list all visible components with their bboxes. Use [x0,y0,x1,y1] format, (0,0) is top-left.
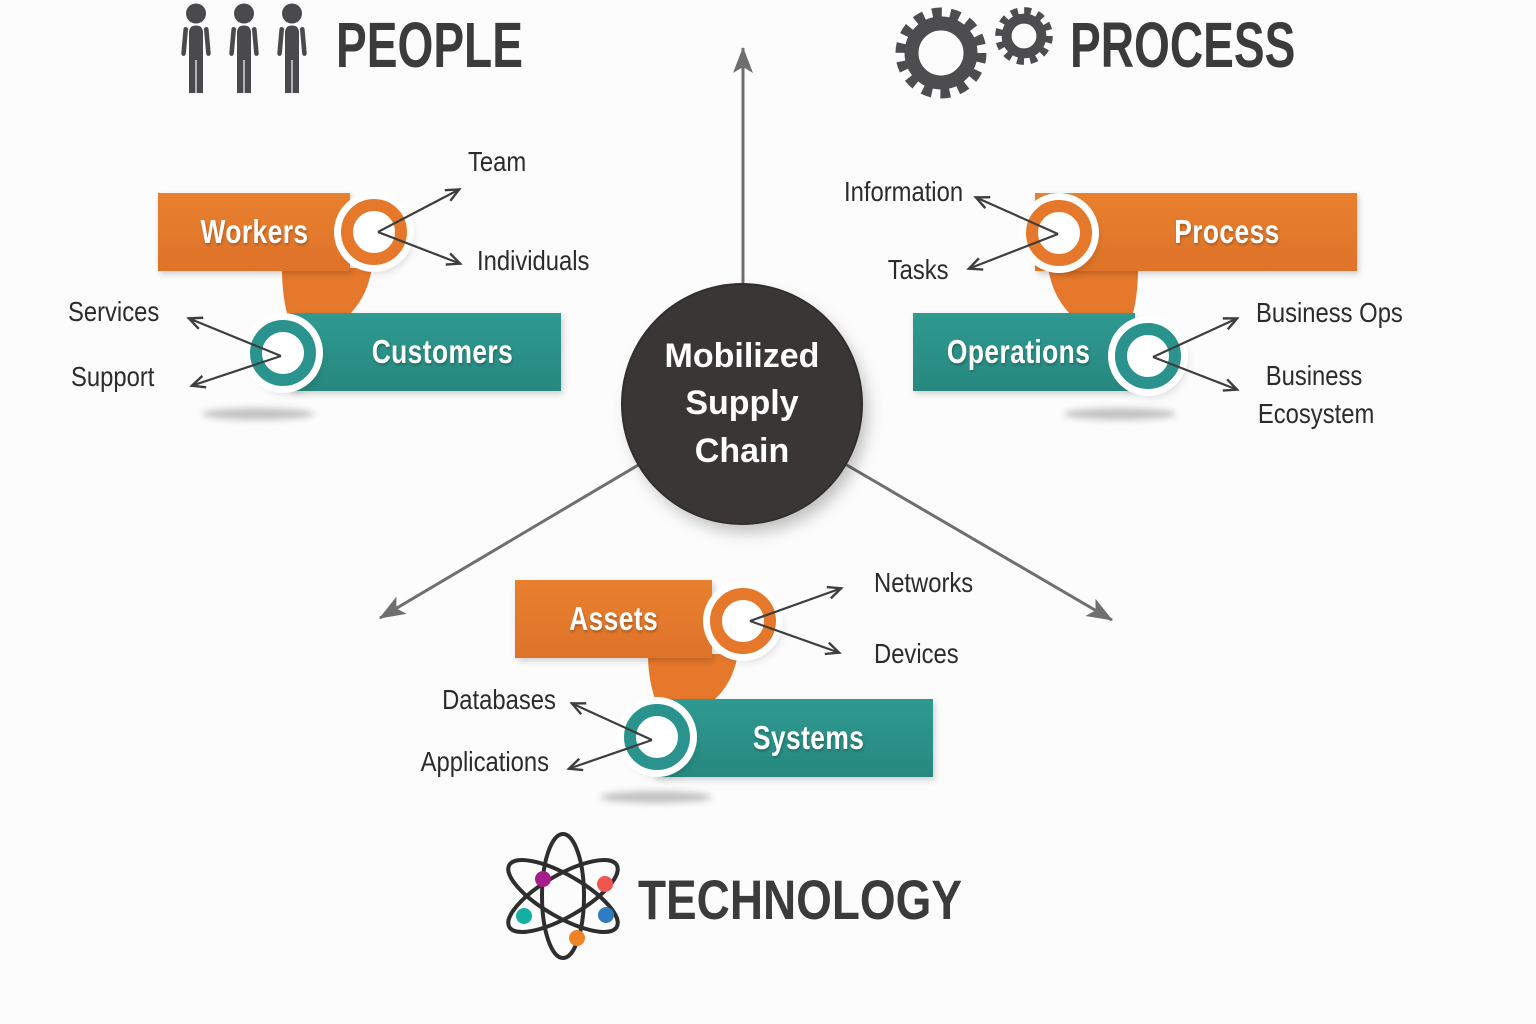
process-information-arrow [975,195,1059,236]
team-label: Team [468,146,527,177]
assets-devices-arrow [749,619,840,653]
operations-businessops-arrow [1152,317,1238,358]
atom-dot-orange [569,930,585,946]
arrow-down-right [844,462,1113,622]
devices-label: Devices [874,638,959,669]
atom-dot-blue [598,907,614,923]
main-arrows [379,47,1113,622]
technology-section-title: TECHNOLOGY [638,868,963,931]
business-ops-label: Business Ops [1256,297,1403,328]
atom-dot-magenta [535,871,551,887]
atom-dot-coral [597,876,613,892]
process-ring [1026,200,1092,266]
customers-services-arrow [188,318,282,358]
workers-individuals-arrow [377,230,461,264]
systems-databases-arrow [571,701,653,742]
process-banner: Process [1035,193,1357,271]
workers-team-arrow [377,188,460,233]
customers-banner-label: Customers [371,333,514,370]
customers-banner: Customers [290,313,561,391]
process-section-title: PROCESS [1070,9,1296,81]
process-banner-label: Process [1174,213,1280,250]
systems-banner-label: Systems [753,719,865,756]
workers-banner: Workers [158,193,350,271]
center-node-title: Mobilized Supply Chain [664,336,820,470]
process-tasks-arrow [968,232,1059,269]
services-label: Services [68,296,160,327]
atom-icon [506,832,620,960]
customers-support-arrow [191,354,282,386]
support-label: Support [71,361,155,392]
workers-banner-label: Workers [200,213,308,250]
people-icon [181,3,307,93]
center-node: Mobilized Supply Chain [623,285,861,523]
applications-label: Applications [420,746,549,777]
arrow-down-left [379,462,641,620]
operations-ecosystem-arrow [1152,355,1238,390]
networks-label: Networks [874,567,974,598]
operations-banner-label: Operations [947,333,1091,370]
individuals-label: Individuals [477,245,590,276]
assets-banner: Assets [515,580,712,658]
operations-banner: Operations [913,313,1135,391]
systems-applications-arrow [568,738,653,769]
circle-shadows [202,408,1176,803]
systems-banner: Systems [655,699,933,777]
information-label: Information [843,176,963,207]
business-ecosystem-label: Business Ecosystem [1257,360,1375,429]
tasks-label: Tasks [888,254,949,285]
atom-dot-teal [516,908,532,924]
people-section-title: PEOPLE [336,9,523,81]
databases-label: Databases [442,684,556,715]
assets-banner-label: Assets [568,600,658,637]
assets-networks-arrow [749,588,842,623]
